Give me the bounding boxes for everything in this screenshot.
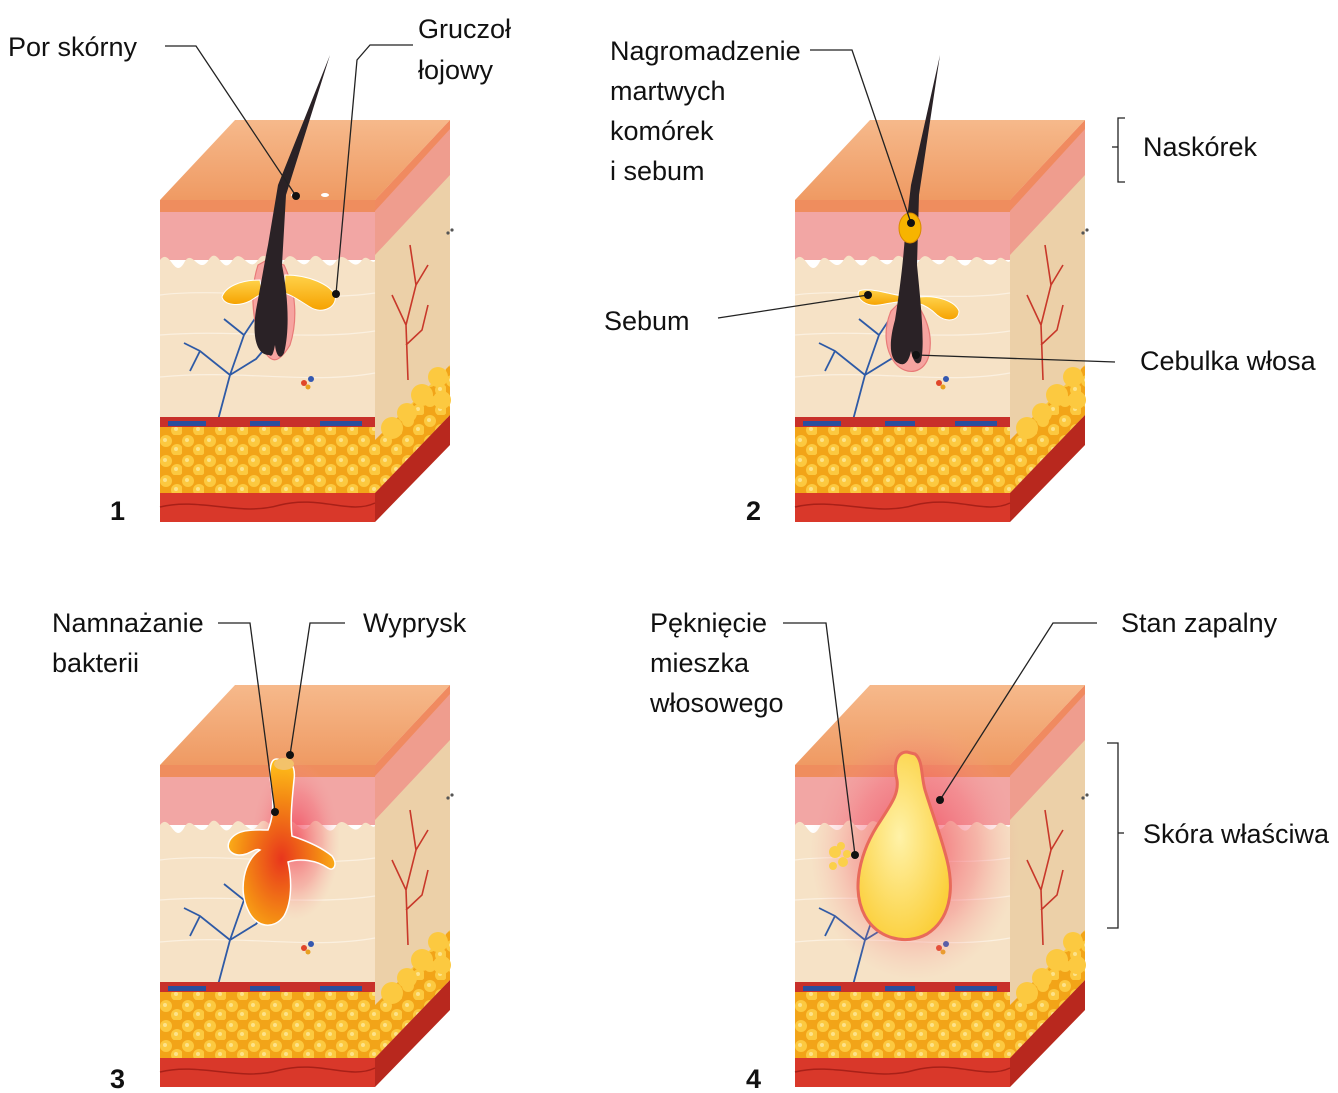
label-sebum: Sebum xyxy=(604,306,690,336)
label-por-skorny: Por skórny xyxy=(8,32,138,62)
label-pekniecie-line3: włosowego xyxy=(649,688,784,718)
label-gruczol-line2: łojowy xyxy=(418,55,494,85)
label-nagromadzenie-line2: martwych xyxy=(610,76,726,106)
label-pekniecie-line1: Pęknięcie xyxy=(650,608,767,638)
label-cebulka-wlosa: Cebulka włosa xyxy=(1140,346,1317,376)
panel-number-3: 3 xyxy=(110,1064,125,1093)
label-stan-zapalny: Stan zapalny xyxy=(1121,608,1278,638)
label-namnazanie-line1: Namnażanie xyxy=(52,608,204,638)
label-naskorek: Naskórek xyxy=(1143,132,1258,162)
label-nagromadzenie-line1: Nagromadzenie xyxy=(610,36,801,66)
label-nagromadzenie-line4: i sebum xyxy=(610,156,705,186)
panel-number-4: 4 xyxy=(746,1064,761,1093)
label-namnazanie-line2: bakterii xyxy=(52,648,139,678)
panel-1 xyxy=(160,55,454,522)
label-gruczol-line1: Gruczoł xyxy=(418,14,511,44)
panel-3 xyxy=(160,685,454,1087)
label-nagromadzenie-line3: komórek xyxy=(610,116,714,146)
panel-4 xyxy=(795,685,1089,1087)
label-skora-wlasciwa: Skóra właściwa xyxy=(1143,819,1330,849)
label-wyprysk: Wyprysk xyxy=(363,608,467,638)
label-pekniecie-line2: mieszka xyxy=(650,648,750,678)
panel-2 xyxy=(795,55,1089,522)
panel-number-2: 2 xyxy=(746,496,761,526)
panel-number-1: 1 xyxy=(110,496,125,526)
